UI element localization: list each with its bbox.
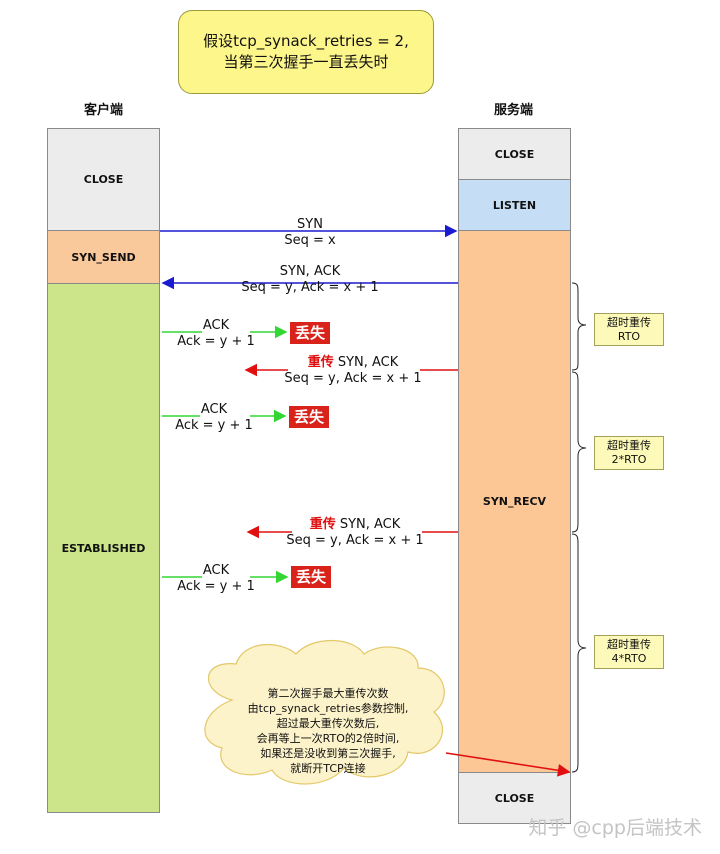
title-box: 假设tcp_synack_retries = 2, 当第三次握手一直丢失时 <box>178 10 434 94</box>
client-state-established: ESTABLISHED <box>47 283 160 813</box>
client-state-syn-send-label: SYN_SEND <box>71 250 136 264</box>
note-line-1: 第二次握手最大重传次数 <box>267 687 389 700</box>
lost-badge-1: 丢失 <box>290 322 331 344</box>
note-line-2: 由tcp_synack_retries参数控制, <box>247 702 409 715</box>
brace-rto <box>571 282 587 371</box>
note-line-5: 如果还是没收到第三次握手, <box>260 747 396 760</box>
retrans2-label-line1: SYN, ACK <box>335 517 401 532</box>
server-state-close-bottom: CLOSE <box>458 772 571 824</box>
timeout-box-2rto: 超时重传 2*RTO <box>594 436 664 470</box>
client-state-close-label: CLOSE <box>83 173 124 186</box>
retrans1-label-line2: Seq = y, Ack = x + 1 <box>284 371 422 386</box>
title-line-2: 当第三次握手一直丢失时 <box>223 53 389 71</box>
server-state-syn-recv-label: SYN_RECV <box>482 495 547 508</box>
client-state-close: CLOSE <box>47 128 160 231</box>
lost-badge-3: 丢失 <box>291 566 332 588</box>
ack3-label-line2: Ack = y + 1 <box>177 579 255 594</box>
lost-badge-2: 丢失 <box>289 406 330 428</box>
note-line-4: 会再等上一次RTO的2倍时间, <box>256 732 400 745</box>
watermark: 知乎 @cpp后端技术 <box>528 817 702 839</box>
ack2-label: ACK Ack = y + 1 <box>174 402 254 434</box>
ack3-label: ACK Ack = y + 1 <box>176 563 256 595</box>
timeout-4rto-line2: 4*RTO <box>611 652 647 665</box>
brace-2rto <box>571 371 587 533</box>
server-label: 服务端 <box>494 103 534 118</box>
ack1-label-line1: ACK <box>202 318 230 333</box>
retrans2-label: 重传 SYN, ACK Seq = y, Ack = x + 1 <box>285 517 425 549</box>
syn-label-line1: SYN <box>297 217 323 232</box>
brace-4rto <box>571 533 587 773</box>
timeout-2rto-line1: 超时重传 <box>607 439 651 452</box>
client-state-syn-send: SYN_SEND <box>47 230 160 284</box>
timeout-4rto-line1: 超时重传 <box>607 638 651 651</box>
syn-label-line2: Seq = x <box>284 233 336 248</box>
timeout-box-4rto: 超时重传 4*RTO <box>594 635 664 669</box>
ack1-label-line2: Ack = y + 1 <box>177 334 255 349</box>
note-arrow <box>445 752 571 777</box>
retrans1-label: 重传 SYN, ACK Seq = y, Ack = x + 1 <box>283 355 423 387</box>
note-cloud <box>204 639 445 785</box>
timeout-box-rto: 超时重传 RTO <box>594 313 664 346</box>
server-state-close-bottom-label: CLOSE <box>494 791 535 805</box>
note-text: 第二次握手最大重传次数 由tcp_synack_retries参数控制, 超过最… <box>212 686 444 776</box>
timeout-rto-line1: 超时重传 <box>607 315 651 329</box>
note-line-6: 就断开TCP连接 <box>290 762 366 775</box>
synack-label-line1: SYN, ACK <box>279 264 341 279</box>
retrans1-prefix: 重传 <box>307 355 334 370</box>
ack2-label-line2: Ack = y + 1 <box>175 418 253 433</box>
synack-label: SYN, ACK Seq = y, Ack = x + 1 <box>240 264 380 296</box>
client-state-established-label: ESTABLISHED <box>61 541 146 555</box>
server-state-close-top: CLOSE <box>458 128 571 180</box>
title-line-1: 假设tcp_synack_retries = 2, <box>203 32 409 50</box>
server-state-close-top-label: CLOSE <box>494 147 535 161</box>
retrans2-prefix: 重传 <box>309 517 336 532</box>
note-line-3: 超过最大重传次数后, <box>276 717 380 730</box>
retrans1-label-line1: SYN, ACK <box>333 355 399 370</box>
retrans2-label-line2: Seq = y, Ack = x + 1 <box>286 533 424 548</box>
synack-label-line2: Seq = y, Ack = x + 1 <box>241 280 379 295</box>
ack2-label-line1: ACK <box>200 402 228 417</box>
timeout-2rto-line2: 2*RTO <box>611 453 647 466</box>
ack1-label: ACK Ack = y + 1 <box>176 318 256 350</box>
syn-label: SYN Seq = x <box>280 217 340 249</box>
client-label: 客户端 <box>84 103 124 118</box>
timeout-rto-line2: RTO <box>617 329 641 343</box>
ack3-label-line1: ACK <box>202 563 230 578</box>
server-state-listen-label: LISTEN <box>492 198 537 212</box>
